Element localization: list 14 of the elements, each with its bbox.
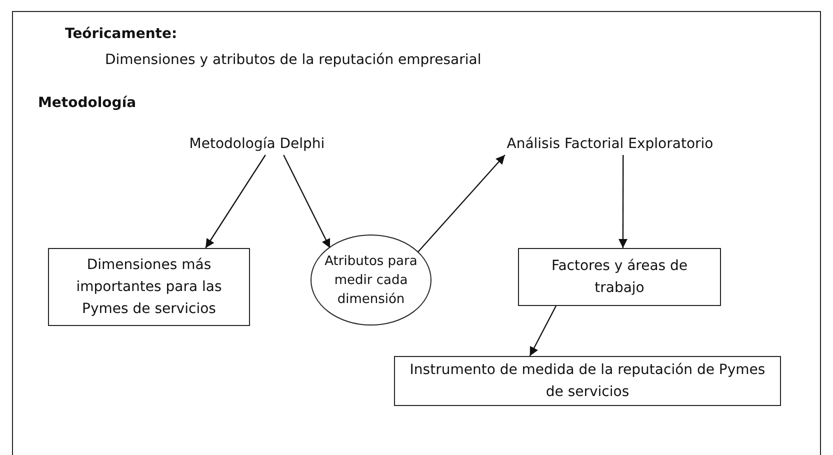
method-label: Metodología Delphi: [187, 133, 327, 155]
description-text: Dimensiones y atributos de la reputación empresarial: [105, 52, 482, 68]
arrow: [418, 154, 506, 252]
ellipse-node: Atributos para medir cada dimensión: [310, 234, 432, 326]
process-box: Dimensiones más importantes para las Pymes de servicios: [48, 248, 250, 326]
process-box: Instrumento de medida de la reputación de Pymes de servicios: [394, 356, 781, 406]
arrow: [529, 306, 556, 356]
section-heading: Metodología: [38, 95, 136, 111]
process-box: Factores y áreas de trabajo: [518, 248, 721, 306]
method-label: Análisis Factorial Exploratorio: [495, 133, 725, 155]
arrow: [618, 155, 628, 248]
arrow: [205, 154, 266, 248]
arrow: [283, 154, 331, 248]
section-heading: Teóricamente:: [65, 26, 178, 42]
